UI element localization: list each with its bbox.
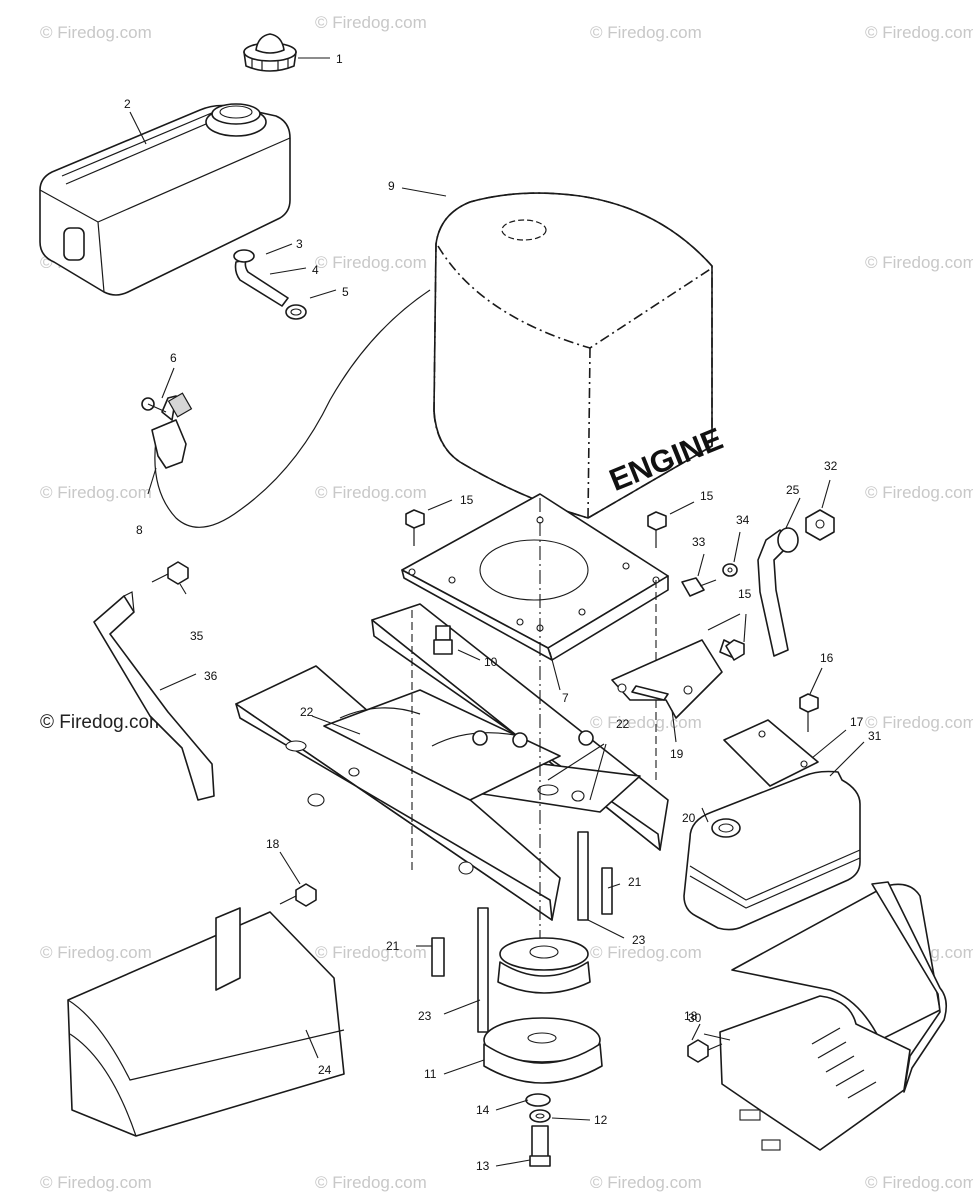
callout-7: 7 [562,691,569,705]
watermark: © Firedog.com [590,943,702,962]
callout-21: 21 [386,939,400,953]
callout-36: 36 [204,669,218,683]
watermark: © Firedog.com [865,483,973,502]
muffler[interactable] [683,770,861,931]
exhaust-pipe[interactable] [757,527,799,657]
pulley-assembly[interactable] [483,937,603,1090]
fuel-tank[interactable] [39,103,291,296]
washer-12[interactable] [529,1109,551,1123]
callout-23: 23 [418,1009,432,1023]
bolt-33[interactable] [681,577,717,597]
callout-30: 30 [688,1011,702,1025]
callout-8: 8 [136,523,143,537]
bolt-21-right[interactable] [601,867,613,915]
bolt-15-bracket[interactable] [725,639,745,661]
watermark: © Firedog.com [865,23,973,42]
bolt-16[interactable] [799,693,819,732]
bolt-10[interactable] [433,625,453,655]
watermark: © Firedog.com [315,13,427,32]
shield-24[interactable] [67,907,345,1137]
watermark: © Firedog.com [590,713,702,732]
watermark: © Firedog.com [315,943,427,962]
callout-22: 22 [300,705,314,719]
engine[interactable]: ENGINE [433,192,728,519]
callout-6: 6 [170,351,177,365]
callouts: 1 2 3 4 5 6 7 8 9 10 11 12 13 14 15 15 1… [124,52,882,1173]
exhaust-gasket[interactable] [805,509,835,541]
callout-15: 15 [460,493,474,507]
callout-34: 34 [736,513,750,527]
frame[interactable] [235,498,669,950]
callout-14: 14 [476,1103,490,1117]
watermark: © Firedog.com [315,253,427,272]
callout-3: 3 [296,237,303,251]
support-bar[interactable] [93,591,215,801]
bolt-18-right[interactable] [687,1039,723,1063]
callout-1: 1 [336,52,343,66]
callout-11: 11 [424,1067,437,1081]
callout-31: 31 [868,729,882,743]
callout-21: 21 [628,875,642,889]
muffler-bracket[interactable] [723,719,819,787]
callout-32: 32 [824,459,838,473]
watermark: © Firedog.com [315,1173,427,1192]
callout-35: 35 [190,629,204,643]
callout-20: 20 [682,811,696,825]
bolt-18-left[interactable] [279,883,317,907]
callout-23: 23 [632,933,646,947]
watermark: © Firedog.com [40,483,152,502]
watermark: © Firedog.com [40,1173,152,1192]
callout-15: 15 [700,489,714,503]
fuel-hose[interactable] [233,249,307,320]
callout-24: 24 [318,1063,332,1077]
washer-14[interactable] [525,1093,551,1107]
callout-10: 10 [484,655,498,669]
leader-lines [129,57,865,1167]
callout-18: 18 [266,837,280,851]
watermark: © Firedog.com [590,23,702,42]
callout-2: 2 [124,97,131,111]
callout-17: 17 [850,715,864,729]
bolt-15-right[interactable] [647,511,667,548]
bolt-23-right[interactable] [577,831,589,921]
watermark: © Firedog.com [40,943,152,962]
callout-13: 13 [476,1159,490,1173]
bolt-15-left[interactable] [405,509,425,546]
callout-33: 33 [692,535,706,549]
callout-22: 22 [616,717,630,731]
watermark: © Firedog.com [315,483,427,502]
bolt-13[interactable] [529,1125,551,1167]
callout-9: 9 [388,179,395,193]
washer-34[interactable] [722,563,738,577]
heat-shield[interactable] [719,881,948,1151]
watermark: © Firedog.com [590,1173,702,1192]
watermark: © Firedog.com [865,1173,973,1192]
callout-4: 4 [312,263,319,277]
bolt-35[interactable] [151,561,189,585]
bracket-19[interactable] [611,639,741,719]
callout-15: 15 [738,587,752,601]
watermark: © Firedog.com [865,713,973,732]
callout-25: 25 [786,483,800,497]
callout-18: 18 [684,1009,698,1023]
watermark: © Firedog.com [865,253,973,272]
callout-16: 16 [820,651,834,665]
callout-19: 19 [670,747,684,761]
callout-12: 12 [594,1113,608,1127]
watermark: © Firedog.com [40,712,165,733]
throttle-control[interactable] [141,289,431,528]
watermark: © Firedog.com [40,23,152,42]
fuel-cap[interactable] [243,33,297,72]
bolt-23-left[interactable] [477,907,489,1033]
nut-22[interactable] [472,730,594,748]
bolt-21-left[interactable] [431,937,445,977]
callout-5: 5 [342,285,349,299]
